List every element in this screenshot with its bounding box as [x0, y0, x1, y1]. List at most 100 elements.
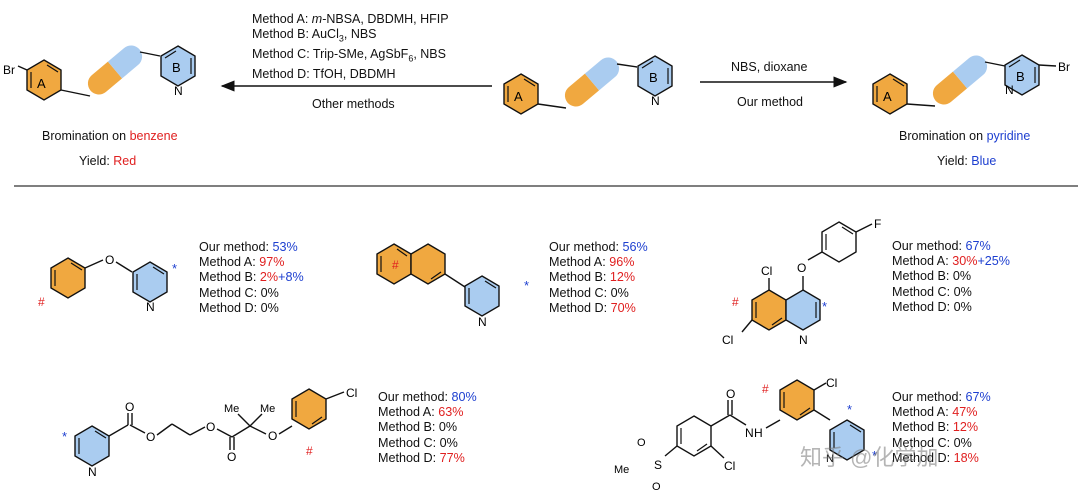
result-line: Method A: 30%+25%	[892, 254, 1010, 269]
svg-text:N: N	[826, 453, 834, 465]
svg-text:*: *	[172, 261, 177, 276]
svg-text:Cl: Cl	[346, 386, 357, 400]
svg-text:#: #	[392, 258, 399, 272]
ring-b-left	[160, 45, 196, 87]
right-yield: Yield: Blue	[937, 154, 997, 168]
left-conditions: Method A: m-NBSA, DBDMH, HFIP Method B: …	[252, 12, 449, 82]
result-method-label: Method A:	[199, 255, 260, 270]
compound-5-structure: O N H Cl S O O Me Cl # N * *	[614, 376, 877, 493]
capsule-left	[87, 45, 143, 95]
result-line: Method B: 12%	[892, 420, 991, 435]
right-arrow-bottom-label: Our method	[737, 95, 804, 109]
result-yield-value: 63%	[438, 405, 464, 420]
result-method-label: Method D:	[199, 300, 261, 315]
result-method-label: Method C:	[892, 284, 954, 299]
svg-text:O: O	[797, 261, 806, 275]
svg-text:N: N	[88, 465, 97, 479]
result-yield-value: 18%	[953, 450, 979, 465]
br-label-left: Br	[3, 63, 15, 77]
svg-text:N: N	[799, 333, 808, 347]
result-method-label: Method C:	[199, 285, 261, 300]
svg-text:*: *	[62, 429, 67, 444]
svg-text:O: O	[652, 481, 661, 493]
result-line: Method D: 0%	[199, 301, 304, 316]
right-product-structure: A B N Br	[872, 54, 1070, 115]
result-method-label: Method B:	[892, 269, 953, 284]
result-yield-value: 0%	[953, 435, 972, 450]
svg-text:Me: Me	[224, 403, 239, 415]
result-line: Method C: 0%	[199, 286, 304, 301]
result-line: Method A: 96%	[549, 255, 648, 270]
svg-text:O: O	[146, 430, 155, 444]
result-method-label: Method D:	[892, 450, 954, 465]
ring-a-center	[503, 73, 539, 115]
result-line: Method B: 2%+8%	[199, 270, 304, 285]
right-caption: Bromination on pyridine	[899, 129, 1031, 143]
result-method-label: Method C:	[549, 285, 611, 300]
result-yield-value: 96%	[609, 255, 635, 270]
compound-4-structure: N * O O O O Me Me O Cl #	[62, 386, 357, 479]
svg-text:Cl: Cl	[722, 333, 733, 347]
svg-text:O: O	[125, 400, 134, 414]
result-line: Method C: 0%	[892, 436, 991, 451]
svg-text:N: N	[478, 315, 487, 329]
result-method-label: Method C:	[892, 435, 954, 450]
result-method-label: Our method:	[892, 390, 966, 404]
results-compound-1: Our method: 53%Method A: 97%Method B: 2%…	[199, 240, 304, 316]
result-yield-value: 0%	[438, 420, 458, 435]
result-yield-value: 0%	[953, 299, 972, 314]
ring-a-label-center: A	[514, 89, 523, 104]
result-line: Method C: 0%	[892, 285, 1010, 300]
condition-method-b: Method B: AuCl3, NBS	[252, 27, 377, 44]
watermark: 知乎 @化学加	[800, 445, 939, 470]
result-line: Method B: 0%	[378, 420, 477, 435]
result-yield-value: 67%	[965, 390, 991, 404]
result-extra-value: +25%	[977, 254, 1010, 269]
result-method-label: Our method:	[892, 239, 966, 253]
condition-method-d: Method D: TfOH, DBDMH	[252, 66, 396, 81]
compound-1-structure: O N # *	[38, 253, 177, 314]
ring-a-label-left: A	[37, 76, 46, 91]
result-method-label: Method A:	[892, 405, 953, 420]
capsule-center	[564, 57, 620, 107]
result-yield-value: 2%	[259, 270, 279, 285]
result-line: Method C: 0%	[549, 286, 648, 301]
svg-text:Cl: Cl	[724, 459, 735, 473]
svg-text:Me: Me	[260, 403, 275, 415]
result-line: Method B: 0%	[892, 269, 1010, 284]
left-product-structure: A Br B N	[3, 45, 196, 101]
result-method-label: Method A:	[892, 254, 953, 269]
result-method-label: Method B:	[199, 270, 260, 285]
svg-text:*: *	[872, 448, 877, 463]
result-extra-value: +8%	[278, 270, 304, 285]
result-method-label: Method B:	[892, 420, 953, 435]
results-compound-3: Our method: 67%Method A: 30%+25%Method B…	[892, 239, 1010, 315]
result-line: Method A: 97%	[199, 255, 304, 270]
result-line: Method D: 0%	[892, 300, 1010, 315]
result-method-label: Method C:	[378, 435, 440, 450]
result-yield-value: 0%	[610, 285, 629, 300]
ring-a-right	[872, 73, 908, 115]
result-yield-value: 0%	[952, 269, 972, 284]
condition-method-a: Method A: m-NBSA, DBDMH, HFIP	[252, 12, 449, 26]
capsule-right	[932, 55, 988, 105]
svg-text:O: O	[227, 450, 236, 464]
right-arrow-top-label: NBS, dioxane	[731, 60, 808, 74]
result-line: Our method: 53%	[199, 240, 304, 255]
svg-text:O: O	[726, 387, 735, 401]
svg-text:Cl: Cl	[826, 376, 837, 390]
ring-b-label-left: B	[172, 60, 181, 75]
results-compound-2: Our method: 56%Method A: 96%Method B: 12…	[549, 240, 648, 316]
condition-method-c: Method C: Trip-SMe, AgSbF6, NBS	[252, 46, 446, 64]
compound-2-structure: N # *	[376, 243, 529, 329]
result-yield-value: 97%	[259, 255, 285, 270]
svg-text:S: S	[654, 458, 662, 472]
result-method-label: Our method:	[549, 240, 623, 254]
result-method-label: Method B:	[378, 420, 439, 435]
svg-text:O: O	[105, 253, 114, 267]
svg-text:Me: Me	[614, 464, 629, 476]
results-compound-5: Our method: 67%Method A: 47%Method B: 12…	[892, 390, 991, 466]
svg-text:#: #	[306, 444, 313, 458]
result-yield-value: 70%	[610, 300, 636, 315]
